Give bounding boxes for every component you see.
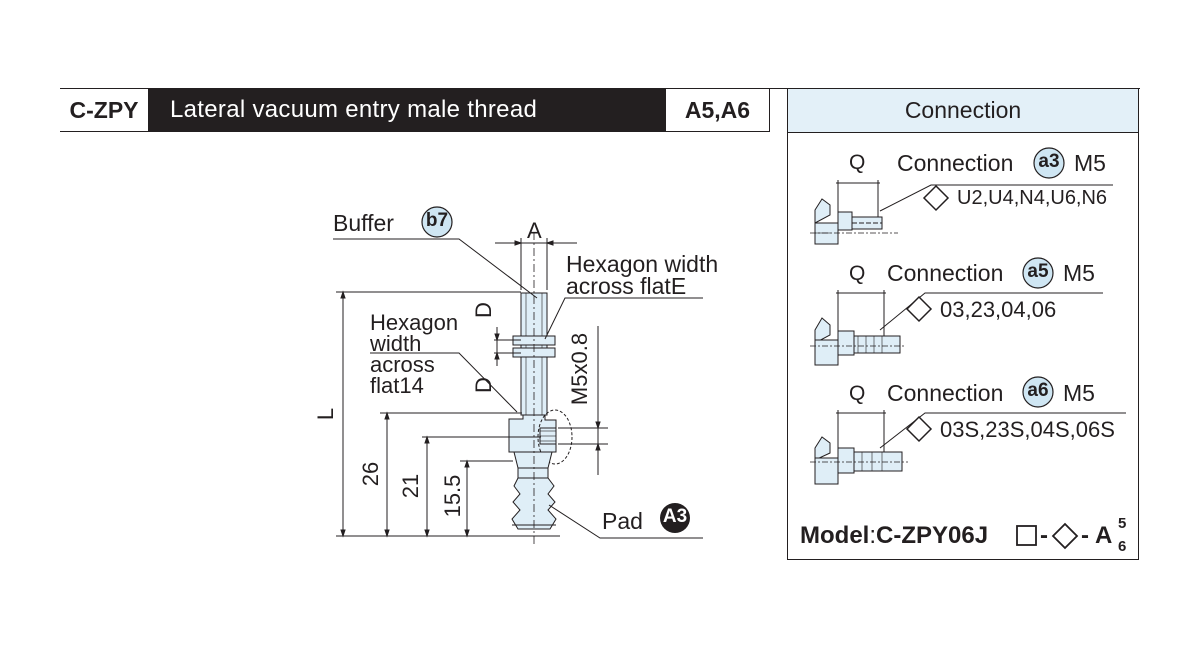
connection-a3-drawing xyxy=(810,180,1113,245)
model-sep-2: - xyxy=(1081,522,1089,549)
connection-a5-q: Q xyxy=(849,262,866,285)
square-placeholder-icon xyxy=(1016,525,1037,546)
model-superscript: 5 xyxy=(1118,515,1127,532)
pad-badge: A3 xyxy=(662,506,688,527)
model-subscript: 6 xyxy=(1118,538,1127,555)
connection-a3-badge: a3 xyxy=(1038,151,1060,172)
connection-a3-codes: U2,U4,N4,U6,N6 xyxy=(957,187,1108,209)
diamond-icon xyxy=(922,184,950,212)
model-a: A xyxy=(1095,522,1113,549)
hexagon-e-line2: across flatE xyxy=(566,273,687,299)
buffer-label: Buffer xyxy=(333,210,394,236)
model-sep-1: - xyxy=(1040,522,1048,549)
connection-a3-q: Q xyxy=(849,151,866,174)
pad-badge-circle xyxy=(660,503,690,533)
connection-a5-thread: M5 xyxy=(1063,260,1095,286)
diamond-icon xyxy=(905,295,933,323)
detail-circle xyxy=(537,409,573,465)
series-title: Lateral vacuum entry male thread xyxy=(148,88,666,132)
pad-label: Pad xyxy=(602,508,643,534)
connection-a5-codes: 03,23,04,06 xyxy=(940,297,1057,322)
hexagon-14-line4: flat14 xyxy=(370,373,424,398)
connection-a6-codes: 03S,23S,04S,06S xyxy=(940,417,1115,442)
model-number: Model:C-ZPY06J xyxy=(800,522,988,550)
diamond-icon xyxy=(905,415,933,443)
model-colon: : xyxy=(869,522,876,549)
connection-a6-drawing xyxy=(810,410,1126,485)
connection-a6-badge: a6 xyxy=(1027,380,1049,401)
connection-a5-badge: a5 xyxy=(1027,261,1049,282)
connection-panel: Connection xyxy=(787,88,1139,560)
hexagon-14-line1: Hexagon xyxy=(370,310,459,335)
connection-a3-label: Connection xyxy=(897,150,1014,176)
connection-a6-thread: M5 xyxy=(1063,380,1095,406)
header-bar: C-ZPY Lateral vacuum entry male thread A… xyxy=(60,88,770,133)
hexagon-14-line2: width xyxy=(370,331,422,356)
series-code: C-ZPY xyxy=(60,88,148,132)
model-code: C-ZPY06J xyxy=(876,522,989,549)
hexagon-e-line1: Hexagon width xyxy=(566,251,719,277)
connection-a3-thread: M5 xyxy=(1074,150,1106,176)
hexagon-14-line3: across xyxy=(370,352,435,377)
dimension-a: A xyxy=(527,218,542,243)
connection-a6-q: Q xyxy=(849,382,866,405)
connection-a6-label: Connection xyxy=(887,380,1004,406)
buffer-badge: b7 xyxy=(425,210,449,231)
diamond-placeholder-icon xyxy=(1051,522,1079,550)
bellows-pad xyxy=(511,477,557,530)
connection-panel-title: Connection xyxy=(788,89,1138,133)
buffer-badge-circle xyxy=(421,206,453,238)
connection-a5-drawing xyxy=(810,290,1103,366)
model-prefix: Model xyxy=(800,522,870,549)
hexagon-14-label: Hexagon width across flat14 xyxy=(370,310,459,398)
connection-a5-label: Connection xyxy=(887,260,1004,286)
